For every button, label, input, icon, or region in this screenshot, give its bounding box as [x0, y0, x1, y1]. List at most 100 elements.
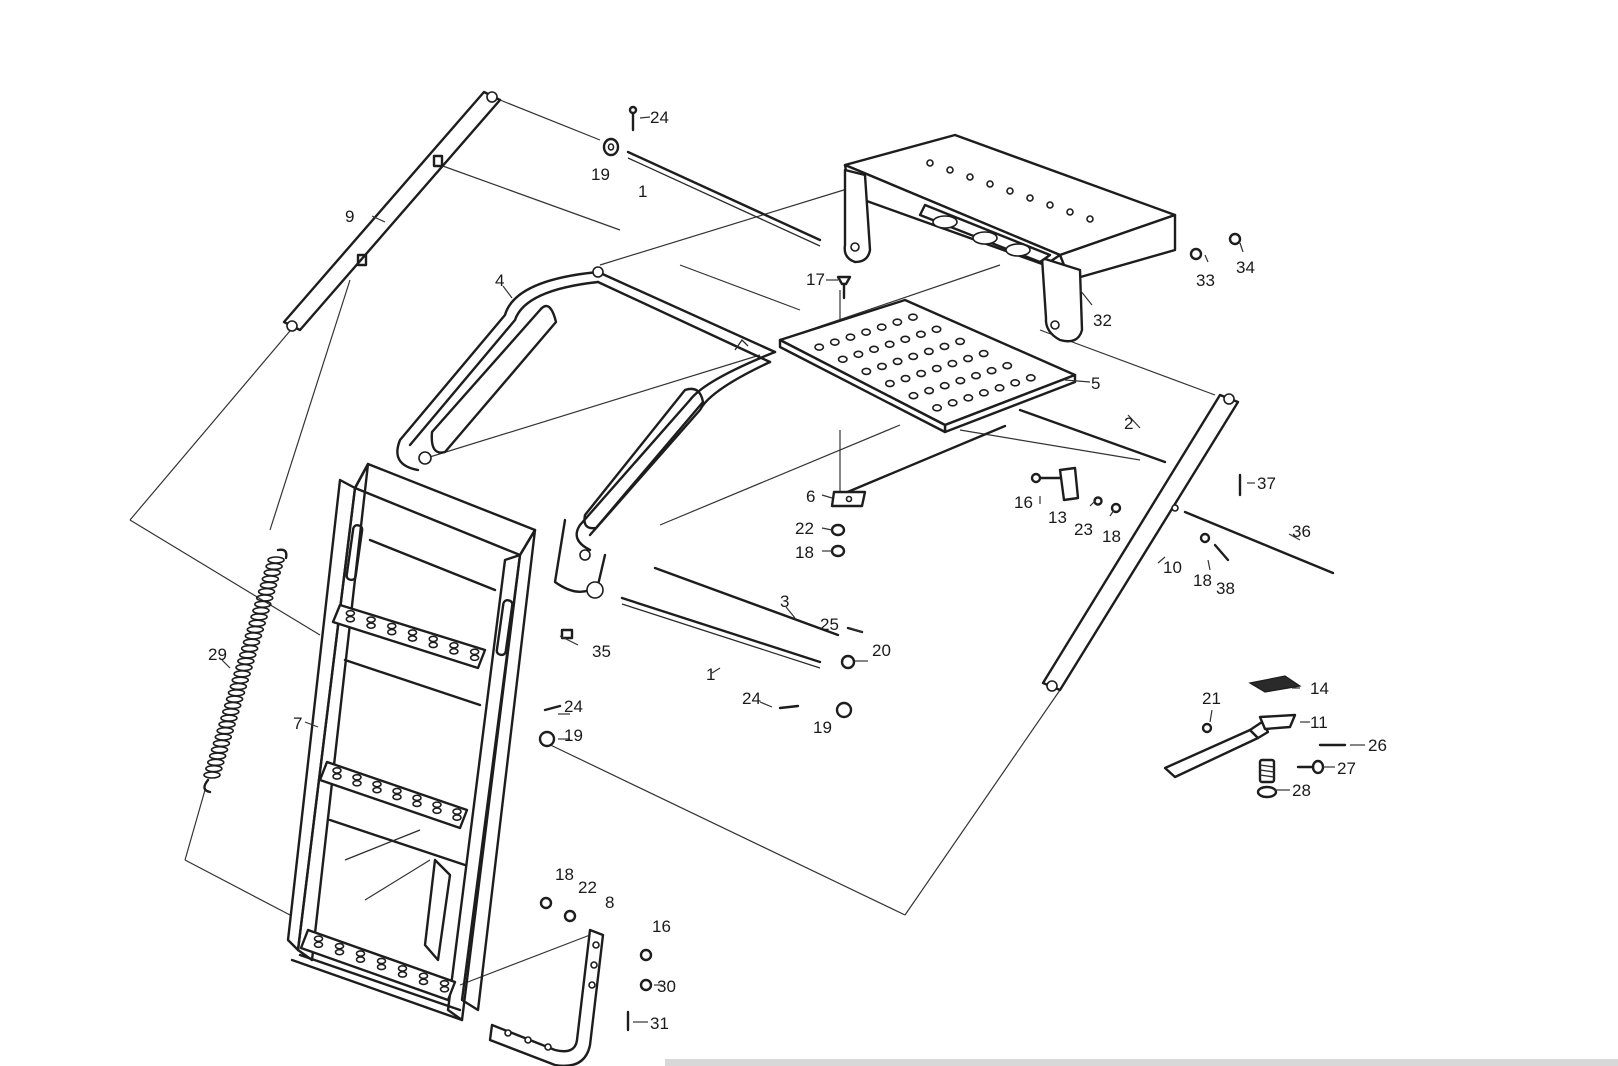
label-31: 31 [650, 1014, 669, 1033]
label-27: 27 [1337, 759, 1356, 778]
spring-coil [240, 644, 259, 653]
spring-coil [214, 733, 233, 741]
tension-spring [203, 548, 288, 794]
perforation-hole [861, 367, 872, 376]
label-22-mid: 22 [795, 519, 814, 538]
perforation-hole [907, 313, 918, 321]
perforation-hole [970, 371, 981, 380]
perforation-hole [376, 963, 387, 971]
label-2: 2 [1124, 414, 1133, 433]
perforation-hole [963, 354, 974, 363]
perforation-hole [884, 379, 895, 388]
perforation-hole [469, 654, 480, 662]
label-24-top: 24 [650, 108, 669, 127]
perforation-hole [845, 333, 856, 341]
perforation-hole [412, 800, 422, 808]
label-19-top: 19 [591, 165, 610, 184]
perforation-hole [332, 773, 342, 780]
upper-box-platform [843, 133, 1177, 343]
spring-coil [246, 625, 265, 634]
perforation-hole [908, 352, 919, 361]
perforation-hole [372, 780, 382, 788]
label-18-bar: 18 [1193, 571, 1212, 590]
spring-coil [203, 771, 221, 779]
perforation-hole [837, 355, 848, 364]
perforation-hole [397, 965, 408, 972]
label-25: 25 [820, 615, 839, 634]
perforation-hole [313, 935, 324, 943]
perforation-hole [986, 366, 997, 375]
perforation-hole [407, 635, 418, 642]
hardware [538, 105, 1242, 1032]
perforation-hole [469, 648, 480, 656]
spring-coil [263, 568, 282, 577]
perforation-hole [947, 359, 958, 368]
spring-coil [225, 695, 244, 703]
perforation-hole [439, 985, 450, 993]
perforation-hole [900, 335, 911, 344]
perforation-hole [876, 323, 887, 331]
label-9: 9 [345, 207, 354, 226]
perforation-hole [428, 635, 439, 643]
perforated-floor-plate [778, 298, 1077, 434]
perforation-hole [366, 622, 376, 630]
label-13: 13 [1048, 508, 1067, 527]
perforation-hole [814, 343, 825, 351]
spring-coil [259, 581, 278, 590]
spring-coil [229, 682, 248, 691]
label-5: 5 [1091, 374, 1100, 393]
perforation-hole [876, 362, 887, 371]
spring-coil [261, 575, 280, 583]
label-34: 34 [1236, 258, 1255, 277]
label-18-right: 18 [1102, 527, 1121, 546]
perforation-hole [334, 942, 345, 950]
perforation-hole [345, 615, 356, 623]
perforation-hole [332, 767, 342, 774]
spring-coil [257, 587, 276, 596]
perforation-hole [449, 647, 459, 655]
perforation-hole [900, 374, 911, 383]
perforation-hole [1010, 379, 1021, 387]
spring-coil [235, 663, 253, 672]
stay-bar-upper-left [282, 90, 502, 332]
perforation-hole [418, 978, 429, 986]
perforation-hole [313, 941, 324, 949]
label-6: 6 [806, 487, 815, 506]
label-19-mid: 19 [813, 718, 832, 737]
perforation-hole [376, 957, 387, 965]
stay-bar-right [1041, 393, 1240, 692]
spring-coil [252, 606, 270, 615]
spring-coil [231, 676, 250, 684]
spring-coil [220, 714, 238, 722]
spring-coil [218, 720, 236, 729]
label-11: 11 [1310, 713, 1328, 732]
perforation-hole [345, 609, 356, 617]
label-16-right: 16 [1014, 493, 1033, 512]
label-4: 4 [495, 271, 504, 290]
perforation-hole [392, 793, 402, 801]
perforation-hole [853, 350, 864, 359]
perforation-hole [829, 338, 840, 346]
perforation-hole [931, 364, 942, 373]
spring-coil [238, 651, 257, 659]
spring-coil [222, 707, 240, 716]
label-38: 38 [1216, 579, 1235, 598]
label-14: 14 [1310, 679, 1329, 698]
callout-labels: 24 19 1 9 4 17 32 33 34 5 2 6 22 18 16 1… [208, 108, 1387, 1033]
spring-coil [248, 619, 266, 628]
spring-coil [223, 701, 242, 710]
spring-coil [208, 752, 227, 760]
label-23: 23 [1074, 520, 1093, 539]
perforation-hole [334, 948, 345, 956]
perforation-hole [916, 369, 927, 378]
label-1-top: 1 [638, 182, 647, 201]
perforation-hole [892, 357, 903, 366]
label-32: 32 [1093, 311, 1112, 330]
perforation-hole [432, 801, 442, 809]
perforation-hole [884, 340, 895, 349]
pedal-assembly [1163, 675, 1347, 799]
label-18-mid: 18 [795, 543, 814, 562]
scan-edge-artifact [665, 1059, 1618, 1066]
handrail-frame [396, 266, 777, 599]
spring-coil [237, 657, 255, 665]
